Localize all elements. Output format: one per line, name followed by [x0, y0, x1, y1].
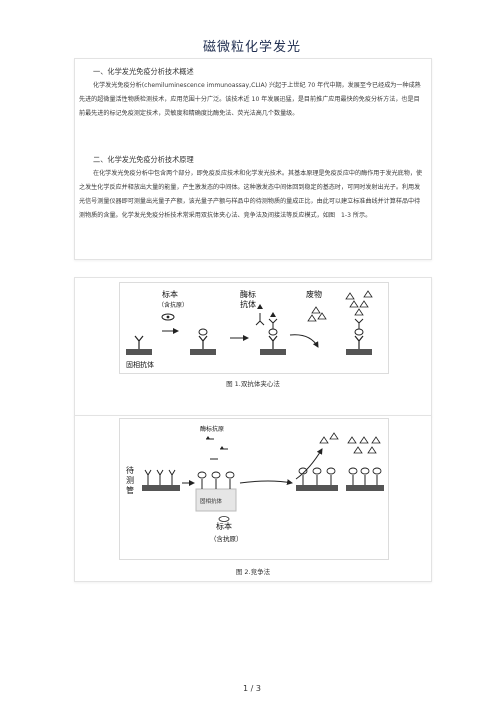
final-enzyme-antibody-icon: [354, 318, 364, 329]
enzyme-antibody-icon: [255, 313, 265, 326]
mid-antibody-stems-icon: [302, 475, 332, 485]
final-antigen-1-icon: [348, 467, 358, 475]
solid-phase-label: 固相抗体: [200, 497, 223, 505]
figure2-caption: 图 2.竞争法: [235, 568, 271, 576]
section1-heading: 一、化学发光免疫分析技术概述: [93, 67, 194, 76]
section2-heading: 二、化学发光免疫分析技术原理: [93, 155, 194, 164]
reaction-antigen-1-icon: [197, 471, 207, 479]
antigen-dot-icon: [166, 315, 170, 319]
waste-label: 废物: [306, 289, 322, 299]
figure1-image: 固相抗体 标本 （含抗原） 酶标 抗体 废物: [119, 282, 389, 374]
antibody-icon: [134, 335, 144, 349]
arrow-3-icon: [295, 448, 323, 480]
antibody-icon-2: [198, 335, 208, 349]
waste-arrow-icon: [289, 334, 319, 348]
enzyme-label-line2: 抗体: [240, 299, 256, 309]
bound-antigen-icon: [198, 328, 208, 336]
mid-antigen-2-icon: [312, 467, 322, 475]
solid-phase-block-2: [190, 349, 216, 355]
sample-label: 标本: [216, 521, 232, 531]
final-antigen-icon: [354, 328, 364, 336]
waste-triangles-icon: [307, 306, 327, 322]
substrate-triangles-icon: [345, 290, 373, 316]
mid-antigen-3-icon: [326, 467, 336, 475]
sandwich-enzyme-antibody-icon: [268, 318, 278, 329]
mid-solid-phase: [296, 485, 338, 491]
sample-sub-label: （含抗原）: [210, 534, 243, 543]
mid-antigen-1-icon: [298, 467, 308, 475]
reaction-antigen-3-icon: [225, 471, 235, 479]
solid-phase-block-3: [260, 349, 286, 355]
figure2-card: 待 测 管 固相抗体 酶标抗原 标本 （含抗原）: [74, 415, 432, 582]
solid-phase-block-4: [346, 349, 372, 355]
figure1-caption: 图 1.双抗体夹心法: [226, 380, 280, 388]
sample-antigen-icon: [218, 516, 230, 522]
reaction-antigen-2-icon: [211, 471, 221, 479]
reaction-antibody-stems-icon: [201, 479, 231, 489]
mid-triangles-icon: [319, 432, 339, 444]
final-antigen-3-icon: [372, 467, 382, 475]
tube-label-line1: 待: [126, 465, 134, 475]
text-card: 一、化学发光免疫分析技术概述 化学发光免疫分析(chemiluminescenc…: [74, 58, 432, 260]
solid-phase-block: [126, 349, 152, 355]
figure1-card: 固相抗体 标本 （含抗原） 酶标 抗体 废物: [74, 277, 432, 417]
sandwich-enzyme-icon: [270, 312, 276, 317]
page-title: 磁微粒化学发光: [202, 40, 301, 55]
antigen-icon: [161, 313, 175, 321]
section2-paragraph: 在化学发光免疫分析中包含两个部分，即免疫反应技术和化学发光技术。其基本原理是免疫…: [79, 170, 423, 219]
final-antigen-2-icon: [360, 467, 370, 475]
solid-phase-block: [142, 485, 180, 491]
arrow-2-icon: [239, 479, 293, 486]
enzyme-marks-icon: [206, 436, 224, 449]
tube-label-line2: 测: [126, 476, 134, 485]
page-indicator: 1 / 3: [243, 684, 261, 693]
enzyme-label-line1: 酶标: [240, 289, 256, 299]
tube-label-line3: 管: [126, 485, 134, 495]
sandwich-antigen-icon: [268, 328, 278, 336]
antibody-icon-4: [354, 335, 364, 349]
enzyme-icon: [257, 304, 263, 309]
final-triangles-icon: [347, 436, 381, 454]
antibody-icon-3: [268, 335, 278, 349]
antibodies-icon: [144, 469, 176, 485]
section1-paragraph: 化学发光免疫分析(chemiluminescence immunoassay,C…: [79, 82, 421, 117]
sample-sub-label: （含抗原）: [158, 301, 188, 309]
enzyme-antigen-label: 酶标抗原: [200, 425, 224, 433]
final-antibody-stems-icon: [352, 475, 378, 485]
solid-phase-label: 固相抗体: [126, 360, 154, 369]
enzyme-antigen-icons: [206, 438, 228, 460]
sample-label: 标本: [162, 289, 178, 299]
figure2-image: 待 测 管 固相抗体 酶标抗原 标本 （含抗原）: [119, 418, 389, 560]
final-solid-phase: [346, 485, 384, 491]
